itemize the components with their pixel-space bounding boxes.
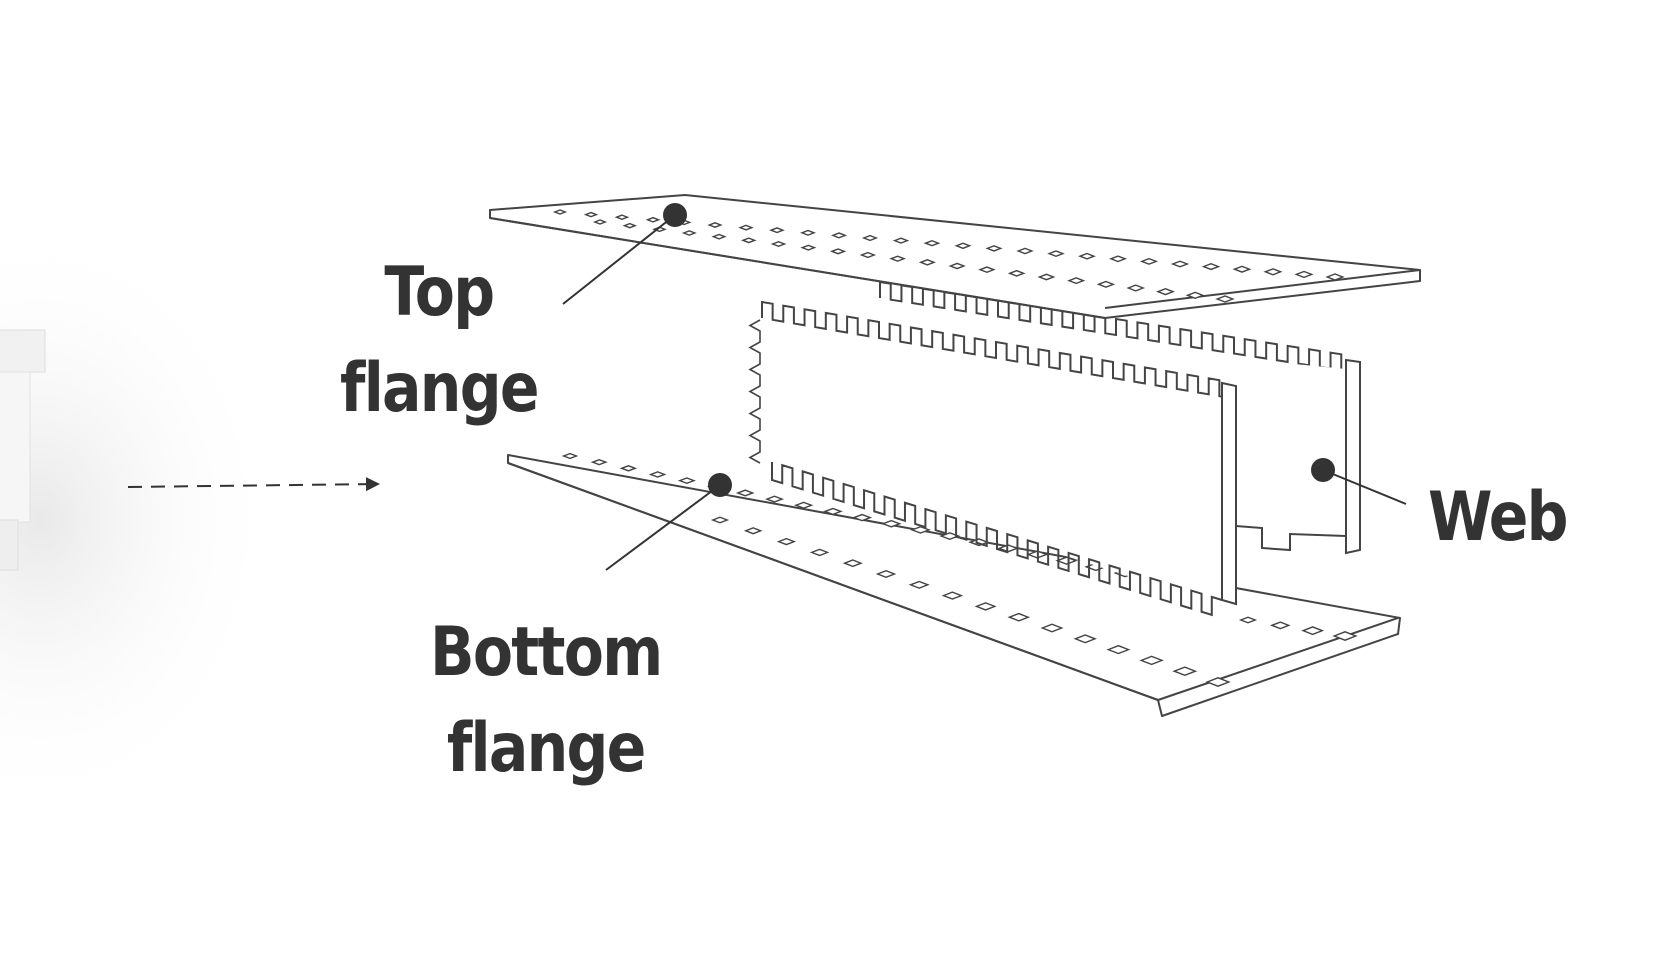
top-flange-label: Top flange <box>340 245 540 437</box>
bolt-hole <box>974 602 997 611</box>
bolt-hole <box>1047 250 1065 257</box>
bolt-hole <box>1037 273 1056 281</box>
bolt-hole <box>619 465 638 472</box>
top-flange-bolt-holes <box>552 209 1345 303</box>
bolt-hole <box>764 495 785 503</box>
web-label: Web <box>1428 470 1569 566</box>
bolt-hole <box>948 262 966 270</box>
bolt-hole <box>1205 677 1231 687</box>
bolt-hole <box>1201 263 1221 271</box>
bolt-hole <box>622 222 638 229</box>
bolt-hole <box>710 516 730 524</box>
callout-bottom-flange <box>605 473 732 571</box>
bottom-flange-label: Bottom flange <box>430 605 663 797</box>
bolt-hole <box>830 232 848 239</box>
bolt-hole <box>910 525 931 534</box>
bolt-hole <box>1040 623 1064 633</box>
bolt-hole <box>1232 265 1252 273</box>
bolt-hole <box>1007 269 1026 277</box>
bolt-hole <box>1332 631 1358 641</box>
bolt-hole <box>875 569 897 579</box>
bolt-hole <box>707 222 723 228</box>
bolt-hole <box>939 532 961 541</box>
bolt-hole <box>743 527 763 535</box>
bolt-hole <box>923 239 941 247</box>
bolt-hole <box>1007 612 1031 622</box>
bolt-hole <box>738 224 754 231</box>
bolt-hole <box>1055 556 1078 565</box>
bolt-hole <box>1016 247 1034 255</box>
bolt-hole <box>776 537 797 546</box>
bolt-hole <box>1325 273 1345 281</box>
bolt-hole <box>889 255 907 262</box>
top-flange-label-line1: Top <box>384 253 495 332</box>
bolt-hole <box>1155 288 1175 296</box>
bolt-hole <box>648 471 667 478</box>
bolt-hole <box>861 234 879 242</box>
bolt-hole <box>918 259 936 266</box>
bolt-hole <box>1238 616 1258 624</box>
bolt-hole <box>1126 284 1146 292</box>
bolt-hole <box>1073 634 1097 644</box>
bolt-hole <box>1078 252 1096 260</box>
bolt-hole <box>829 248 847 255</box>
bolt-hole <box>552 209 568 215</box>
bolt-hole <box>741 237 757 244</box>
bolt-hole <box>1172 666 1198 677</box>
bolt-hole <box>908 580 930 589</box>
bolt-hole <box>793 501 814 509</box>
bolt-hole <box>800 244 817 251</box>
web-plate <box>748 280 1361 617</box>
bolt-hole <box>954 242 972 250</box>
bolt-hole <box>590 458 608 466</box>
bolt-hole <box>1067 277 1086 285</box>
bolt-hole <box>1301 626 1325 636</box>
bolt-hole <box>1139 257 1159 265</box>
bottom-flange-label-line2: flange <box>446 709 647 788</box>
bolt-hole <box>1215 295 1235 303</box>
bolt-hole <box>800 229 816 236</box>
bolt-hole <box>561 452 579 460</box>
bolt-hole <box>711 233 727 240</box>
bolt-hole <box>985 245 1003 252</box>
bolt-hole <box>583 211 599 218</box>
bolt-hole <box>592 219 608 225</box>
bolt-hole <box>978 266 996 274</box>
callout-web <box>1311 458 1407 505</box>
bolt-hole <box>770 240 787 248</box>
bolt-hole <box>1106 644 1131 655</box>
bolt-hole <box>735 489 755 497</box>
bolt-hole <box>881 519 902 528</box>
bolt-hole <box>842 559 863 568</box>
bolt-hole <box>859 251 877 259</box>
bottom-flange-plate <box>507 452 1401 717</box>
bolt-hole <box>1263 268 1283 276</box>
bolt-hole <box>892 237 910 244</box>
left-partial-object <box>0 220 280 820</box>
bolt-hole <box>1170 260 1190 268</box>
callout-top-flange <box>562 203 687 305</box>
bolt-hole <box>1294 270 1314 279</box>
bolt-hole <box>809 548 830 557</box>
bolt-hole <box>1096 280 1116 288</box>
top-flange-plate <box>489 194 1421 319</box>
dashed-arrow <box>127 477 380 492</box>
bolt-hole <box>677 477 696 485</box>
top-flange-label-line2: flange <box>340 349 540 428</box>
bolt-hole <box>822 507 843 516</box>
bolt-hole <box>941 591 964 600</box>
bolt-hole <box>645 216 661 223</box>
bolt-hole <box>852 513 873 522</box>
bottom-flange-label-line1: Bottom <box>430 613 663 692</box>
bolt-hole <box>614 214 630 221</box>
bolt-hole <box>1139 655 1164 666</box>
bolt-hole <box>1108 255 1128 263</box>
bolt-hole <box>681 230 697 236</box>
bolt-hole <box>769 227 785 234</box>
bolt-hole <box>1270 621 1291 630</box>
web-label-text: Web <box>1428 478 1569 557</box>
bolt-hole <box>1185 291 1205 300</box>
